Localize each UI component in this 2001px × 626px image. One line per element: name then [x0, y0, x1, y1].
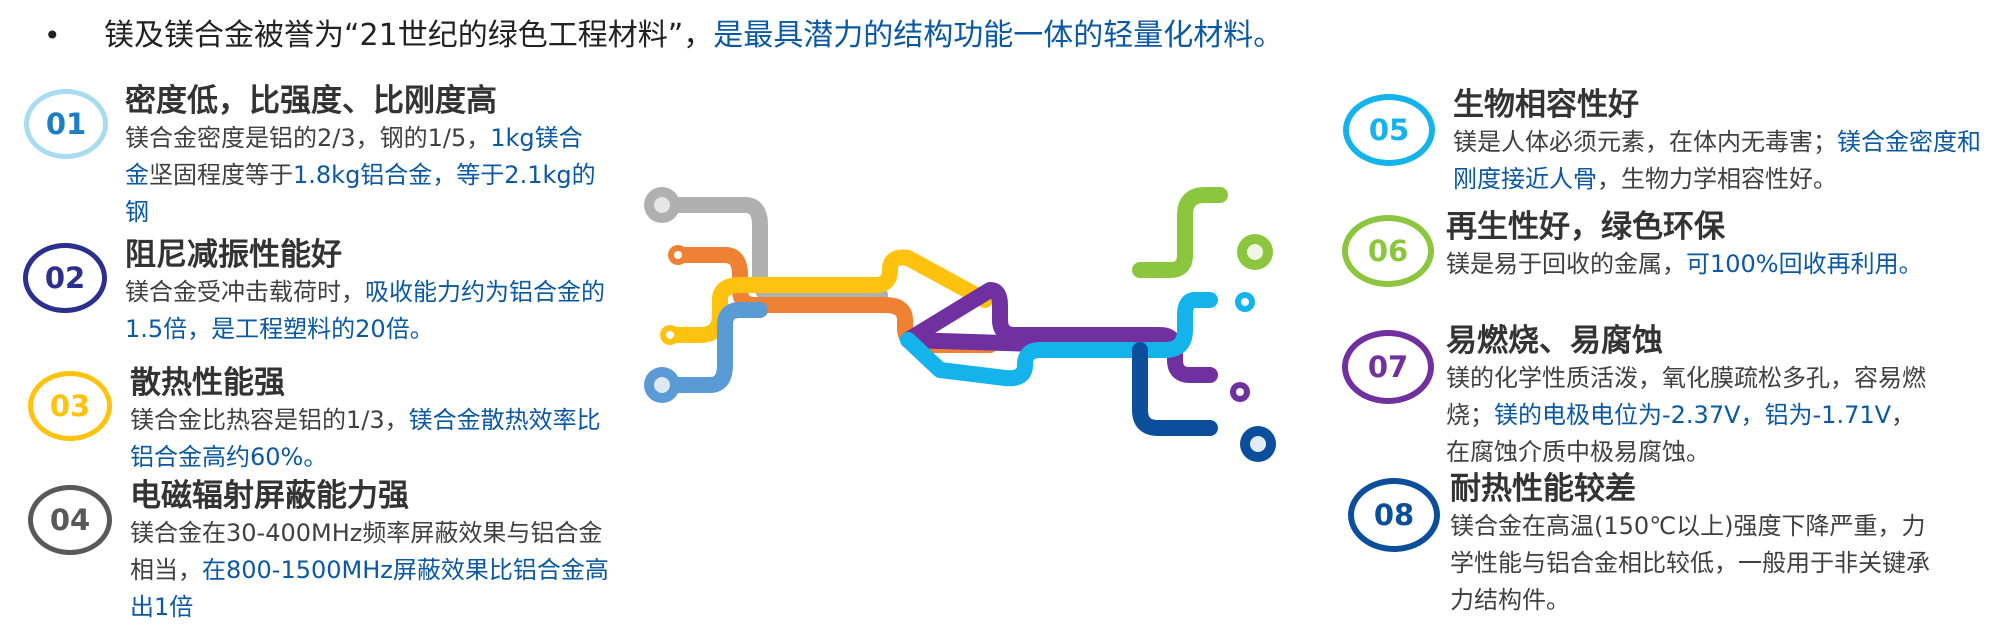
badge-number: 05: [1368, 113, 1410, 147]
steel-blue-end-node-center: [654, 377, 670, 393]
headline-text-highlight: 是最具潜力的结构功能一体的轻量化材料。: [713, 18, 1284, 53]
badge-number: 03: [49, 389, 91, 423]
description-segment: 镁合金密度是铝的2/3，钢的1/5，: [125, 124, 491, 152]
feature-description: 镁是人体必须元素，在体内无毒害；镁合金密度和刚度接近人骨，生物力学相容性好。: [1453, 124, 1993, 198]
feature-title: 生物相容性好: [1453, 87, 1639, 123]
number-badge-07: 07: [1342, 330, 1434, 404]
cyan-end-node-center: [1241, 298, 1249, 306]
description-segment: 镁合金受冲击载荷时，: [125, 278, 365, 306]
description-segment: 镁是易于回收的金属，: [1446, 250, 1686, 278]
description-segment: 坚固程度等于: [149, 161, 293, 189]
description-segment: 镁合金比热容是铝的1/3，: [130, 406, 409, 434]
number-badge-02: 02: [23, 243, 107, 313]
feature-title: 电磁辐射屏蔽能力强: [130, 478, 409, 514]
badge-number: 01: [45, 107, 87, 141]
badge-number: 02: [44, 261, 86, 295]
gray-end-node-center: [654, 197, 670, 213]
description-highlight: 可100%回收再利用。: [1686, 250, 1923, 278]
badge-number: 06: [1367, 234, 1409, 268]
cyan-line: [900, 292, 1218, 387]
orange-end-node-center: [674, 251, 682, 259]
number-badge-01: 01: [24, 89, 108, 159]
badge-number: 08: [1373, 498, 1415, 532]
description-highlight: 镁合金密度和刚度接近人骨: [1453, 128, 1981, 193]
feature-title: 密度低，比强度、比刚度高: [125, 83, 497, 119]
feature-title: 易燃烧、易腐蚀: [1446, 323, 1663, 359]
dark-blue-end-node-center: [1250, 436, 1266, 452]
feature-description: 镁合金密度是铝的2/3，钢的1/5，1kg镁合金坚固程度等于1.8kg铝合金，等…: [125, 120, 605, 231]
description-segment: ，在腐蚀介质中极易腐蚀。: [1446, 401, 1916, 466]
feature-text: 易燃烧、易腐蚀 镁的化学性质活泼，氧化膜疏松多孔，容易燃烧；镁的电极电位为-2.…: [1446, 322, 1926, 471]
description-segment: 镁的化学性质活泼，氧化膜疏松多孔，容易燃烧；: [1446, 364, 1926, 429]
number-badge-05: 05: [1343, 94, 1435, 166]
description-segment: ，生物力学相容性好。: [1597, 165, 1837, 193]
feature-description: 镁合金在高温(150℃以上)强度下降严重，力学性能与铝合金相比较低，一般用于非关…: [1450, 508, 1930, 619]
headline: • 镁及镁合金被誉为“21世纪的绿色工程材料”，是最具潜力的结构功能一体的轻量化材…: [44, 14, 1984, 58]
badge-number: 04: [49, 503, 91, 537]
feature-text: 耐热性能较差 镁合金在高温(150℃以上)强度下降严重，力学性能与铝合金相比较低…: [1450, 470, 1930, 619]
feature-text: 生物相容性好 镁是人体必须元素，在体内无毒害；镁合金密度和刚度接近人骨，生物力学…: [1453, 86, 1993, 198]
purple-end-node-center: [1236, 388, 1244, 396]
description-highlight: 吸收能力约为铝合金的1.5倍，是工程塑料的20倍。: [125, 278, 605, 343]
purple-arrow-line: [900, 282, 1218, 383]
headline-text-main: 镁及镁合金被誉为“21世纪的绿色工程材料”，: [104, 18, 714, 53]
feature-description: 镁合金受冲击载荷时，吸收能力约为铝合金的1.5倍，是工程塑料的20倍。: [125, 274, 605, 348]
description-highlight: 1kg镁合金: [125, 124, 583, 189]
description-segment: 镁合金在高温(150℃以上)强度下降严重，力学性能与铝合金相比较低，一般用于非关…: [1450, 512, 1930, 614]
number-badge-04: 04: [28, 485, 112, 555]
number-badge-08: 08: [1348, 478, 1440, 552]
feature-text: 阻尼减振性能好 镁合金受冲击载荷时，吸收能力约为铝合金的1.5倍，是工程塑料的2…: [125, 236, 605, 348]
description-segment: 镁是人体必须元素，在体内无毒害；: [1453, 128, 1837, 156]
central-pipeline-diagram: [644, 187, 1276, 462]
description-highlight: 1.8kg铝合金，等于2.1kg的钢: [125, 161, 596, 226]
feature-title: 散热性能强: [130, 365, 285, 401]
feature-title: 耐热性能较差: [1450, 471, 1636, 507]
description-highlight: 在800-1500MHz屏蔽效果比铝合金高出1倍: [130, 556, 609, 621]
description-highlight: 镁的电极电位为-2.37V，铝为-1.71V: [1494, 401, 1892, 429]
green-line: [1132, 187, 1228, 278]
feature-title: 阻尼减振性能好: [125, 237, 342, 273]
steel-blue-line: [662, 302, 768, 393]
number-badge-03: 03: [28, 371, 112, 441]
feature-description: 镁合金比热容是铝的1/3，镁合金散热效率比铝合金高约60%。: [130, 402, 610, 476]
gray-line: [662, 197, 888, 303]
description-highlight: 镁合金散热效率比铝合金高约60%。: [130, 406, 601, 471]
badge-number: 07: [1367, 350, 1409, 384]
description-segment: 镁合金在30-400MHz频率屏蔽效果与铝合金相当，: [130, 519, 603, 584]
feature-title: 再生性好，绿色环保: [1446, 209, 1725, 245]
headline-bullet: •: [44, 19, 61, 52]
number-badge-06: 06: [1342, 215, 1434, 287]
feature-description: 镁的化学性质活泼，氧化膜疏松多孔，容易燃烧；镁的电极电位为-2.37V，铝为-1…: [1446, 360, 1926, 471]
dark-blue-line: [1132, 342, 1218, 436]
feature-text: 散热性能强 镁合金比热容是铝的1/3，镁合金散热效率比铝合金高约60%。: [130, 364, 610, 476]
feature-text: 再生性好，绿色环保 镁是易于回收的金属，可100%回收再利用。: [1446, 208, 1994, 283]
feature-text: 电磁辐射屏蔽能力强 镁合金在30-400MHz频率屏蔽效果与铝合金相当，在800…: [130, 477, 610, 626]
feature-text: 密度低，比强度、比刚度高 镁合金密度是铝的2/3，钢的1/5，1kg镁合金坚固程…: [125, 82, 605, 231]
yellow-end-node-center: [666, 331, 674, 339]
green-end-node-center: [1247, 244, 1263, 260]
feature-description: 镁是易于回收的金属，可100%回收再利用。: [1446, 246, 1994, 283]
feature-description: 镁合金在30-400MHz频率屏蔽效果与铝合金相当，在800-1500MHz屏蔽…: [130, 515, 610, 626]
